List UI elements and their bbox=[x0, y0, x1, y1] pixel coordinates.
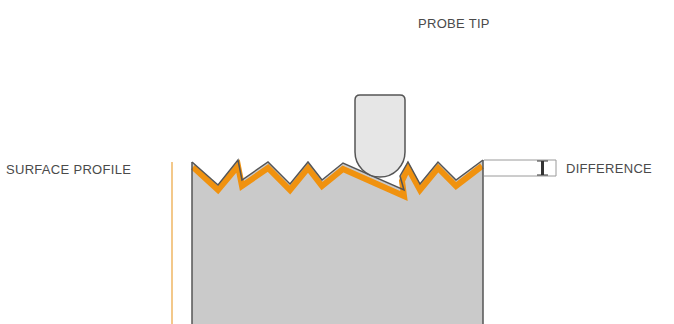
profile-label: SURFACE PROFILE bbox=[6, 162, 131, 178]
difference-tick bbox=[537, 161, 548, 162]
block-edge bbox=[482, 160, 484, 324]
difference-tick bbox=[537, 175, 548, 176]
surface-layer bbox=[193, 166, 482, 196]
material-block bbox=[192, 160, 483, 324]
surface-outline bbox=[192, 160, 483, 190]
difference-line bbox=[556, 160, 557, 176]
difference-label: DIFFERENCE bbox=[566, 161, 652, 177]
profile-marker bbox=[171, 162, 173, 324]
probe-tip bbox=[355, 95, 405, 177]
probe-label: PROBE TIP bbox=[418, 16, 490, 32]
block-edge bbox=[191, 162, 193, 324]
difference-tick bbox=[541, 161, 544, 175]
difference-line bbox=[484, 160, 556, 161]
difference-line bbox=[484, 176, 556, 177]
